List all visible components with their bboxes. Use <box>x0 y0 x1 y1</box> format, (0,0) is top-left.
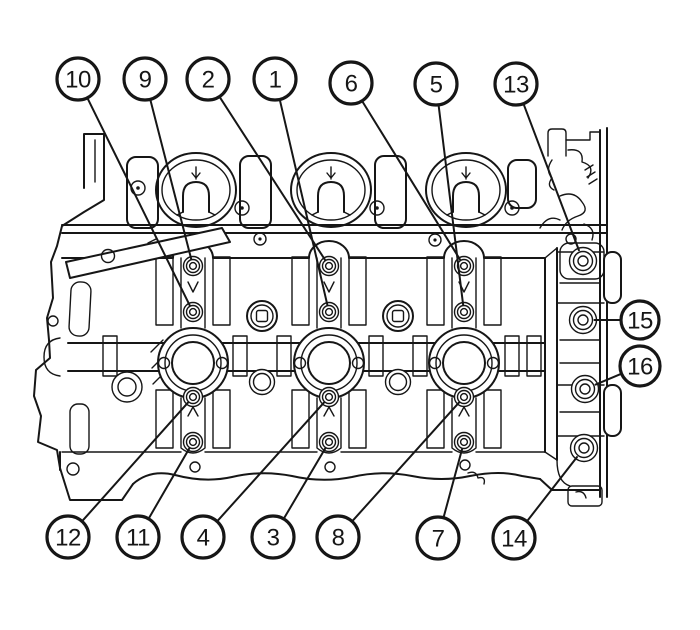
callout-circle-5 <box>413 61 459 107</box>
center-bosses <box>111 300 414 403</box>
callout-number-2: 2 <box>202 67 215 94</box>
callout-circle-6 <box>328 60 374 106</box>
callout-2: 2 <box>185 56 231 102</box>
callout-number-11: 11 <box>126 525 150 552</box>
callout-15: 15 <box>619 299 661 341</box>
callout-number-10: 10 <box>65 67 91 94</box>
bolt-3 <box>318 431 340 453</box>
chamber-arch-2 <box>290 152 372 228</box>
callout-4: 4 <box>180 514 226 560</box>
bottom-band <box>59 451 603 507</box>
callout-circle-1 <box>252 56 298 102</box>
leader-1 <box>278 99 329 306</box>
leader-7 <box>442 448 464 518</box>
callout-circle-11 <box>115 514 161 560</box>
bolt-7 <box>453 431 475 453</box>
callout-number-1: 1 <box>269 67 282 94</box>
chamber-arch-1 <box>155 152 237 228</box>
callout-circle-2 <box>185 56 231 102</box>
callout-number-12: 12 <box>55 525 81 552</box>
bolt-16 <box>570 374 600 404</box>
callout-number-3: 3 <box>267 525 280 552</box>
callout-9: 9 <box>122 56 168 102</box>
callout-8: 8 <box>315 514 361 560</box>
callout-13: 13 <box>493 61 539 107</box>
callout-circle-8 <box>315 514 361 560</box>
callout-circle-14 <box>491 515 537 561</box>
cam-tower-2 <box>293 327 365 399</box>
cam-carrier <box>61 240 546 454</box>
bolt-2 <box>318 255 340 277</box>
rail-holes <box>130 180 520 216</box>
leader-3 <box>283 447 327 520</box>
callout-circle-4 <box>180 514 226 560</box>
bolt-11 <box>182 431 204 453</box>
bolt-layer <box>182 246 600 463</box>
leader-8 <box>351 401 460 522</box>
callout-number-5: 5 <box>430 72 443 99</box>
callout-6: 6 <box>328 60 374 106</box>
bolt-15 <box>568 305 598 335</box>
callout-number-8: 8 <box>332 525 345 552</box>
callout-5: 5 <box>413 61 459 107</box>
leader-layer <box>81 96 622 522</box>
callout-number-16: 16 <box>627 354 653 381</box>
callout-circle-15 <box>619 299 661 341</box>
bolt-14 <box>569 433 599 463</box>
bolt-9 <box>182 255 204 277</box>
callout-number-9: 9 <box>139 67 152 94</box>
cam-lobes <box>102 335 542 377</box>
gasket-rail <box>61 224 608 247</box>
callout-number-7: 7 <box>432 526 445 553</box>
callout-16: 16 <box>618 344 662 388</box>
bolt-13 <box>568 246 598 276</box>
top-band <box>126 128 601 245</box>
callout-11: 11 <box>115 514 161 560</box>
callout-circle-3 <box>250 514 296 560</box>
bolt-1 <box>318 301 340 323</box>
leader-16 <box>594 373 622 386</box>
callout-number-13: 13 <box>503 72 529 99</box>
front-arm <box>65 227 231 279</box>
leader-14 <box>526 456 578 522</box>
callout-10: 10 <box>55 56 101 102</box>
callout-circle-7 <box>415 515 461 561</box>
leader-10 <box>86 97 191 307</box>
leader-5 <box>437 104 465 306</box>
callout-circle-12 <box>45 514 91 560</box>
leader-4 <box>216 401 325 522</box>
callout-14: 14 <box>491 515 537 561</box>
callout-circle-16 <box>618 344 662 388</box>
callout-3: 3 <box>250 514 296 560</box>
leader-13 <box>522 103 580 252</box>
cylinder-head-illustration <box>33 127 622 507</box>
callout-number-6: 6 <box>345 71 358 98</box>
leader-6 <box>361 100 462 261</box>
chamber-arch-3 <box>425 152 507 228</box>
bolt-10 <box>182 301 204 323</box>
bolt-5 <box>453 301 475 323</box>
callout-number-4: 4 <box>197 525 210 552</box>
leader-12 <box>81 401 190 522</box>
leader-2 <box>218 96 326 261</box>
callout-1: 1 <box>252 56 298 102</box>
valve-train-column-1 <box>155 256 231 454</box>
cam-tower-1 <box>157 327 229 399</box>
bolt-8 <box>453 386 475 408</box>
callout-number-14: 14 <box>501 526 527 553</box>
callout-circle-13 <box>493 61 539 107</box>
leader-9 <box>149 99 193 260</box>
callout-circle-9 <box>122 56 168 102</box>
leader-11 <box>148 447 191 519</box>
callout-7: 7 <box>415 515 461 561</box>
cam-tower-3 <box>428 327 500 399</box>
callout-12: 12 <box>45 514 91 560</box>
callout-number-15: 15 <box>627 308 653 335</box>
callout-circle-10 <box>55 56 101 102</box>
